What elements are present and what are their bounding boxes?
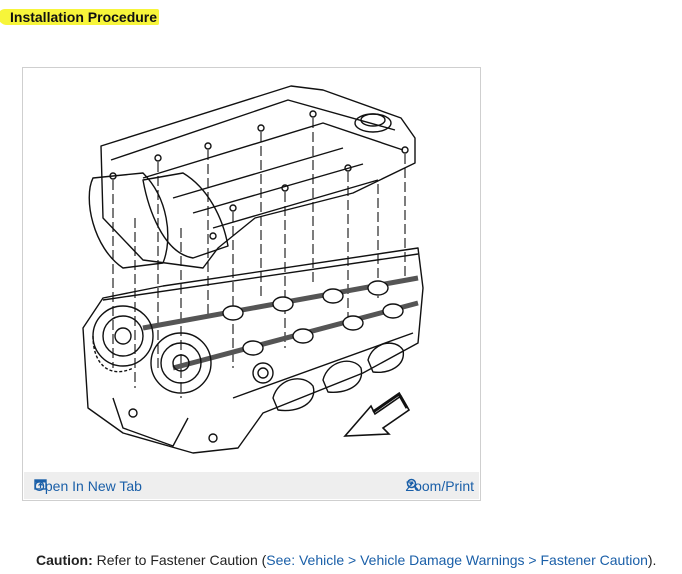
open-in-new-tab-link[interactable]: Open In New Tab [34, 478, 142, 494]
front-direction-arrow-icon [343, 391, 411, 437]
caution-suffix: ). [647, 552, 657, 568]
open-in-new-tab-label: Open In New Tab [34, 478, 142, 494]
fastener-caution-link[interactable]: See: Vehicle > Vehicle Damage Warnings >… [266, 552, 648, 568]
figure-toolbar: Open In New Tab Zoom/Print [24, 472, 479, 499]
figure-panel: Open In New Tab Zoom/Print [22, 67, 481, 501]
zoom-print-link[interactable]: Zoom/Print [406, 478, 474, 494]
caution-note: Caution: Refer to Fastener Caution (See:… [36, 552, 656, 568]
open-new-tab-icon [34, 479, 47, 490]
highlighted-heading-text: Installation Procedure [0, 9, 160, 25]
engine-cylinder-head-diagram [82, 85, 424, 454]
zoom-print-label: Zoom/Print [405, 478, 474, 494]
section-heading: Installation Procedure [0, 6, 160, 28]
caution-label: Caution: [36, 552, 93, 568]
caution-text: Refer to Fastener Caution ( [96, 552, 267, 568]
magnifier-plus-icon [406, 478, 419, 491]
